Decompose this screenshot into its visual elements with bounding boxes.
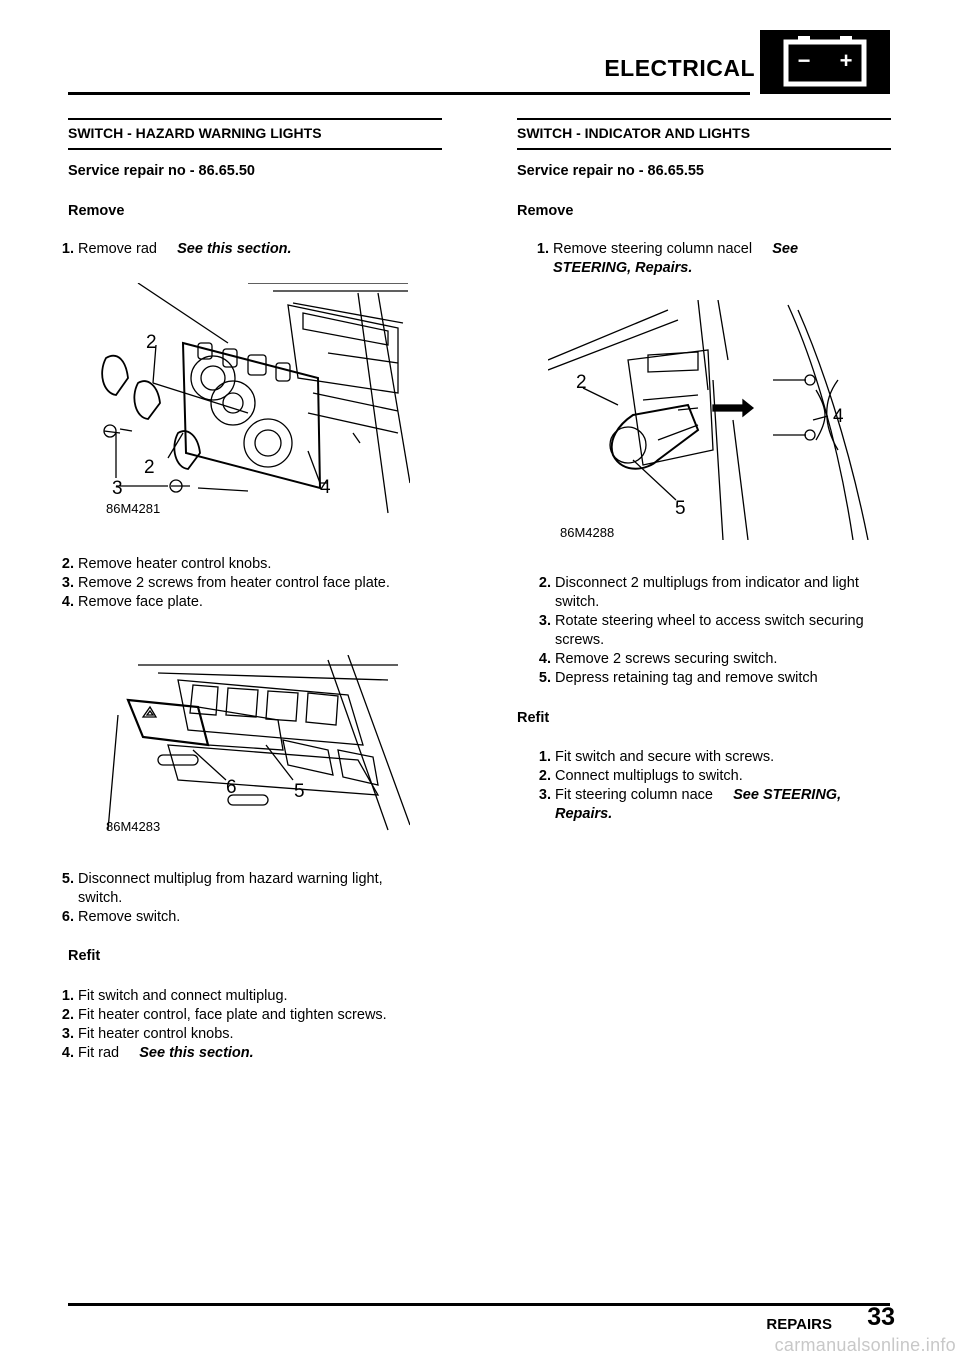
fig3-callout-5: 5 bbox=[675, 498, 686, 519]
step-text: Connect multiplugs to switch. bbox=[555, 768, 743, 784]
fig1-callout-3: 3 bbox=[112, 478, 123, 499]
page-section-title: ELECTRICAL bbox=[604, 55, 755, 81]
fig1-callout-2-top: 2 bbox=[146, 332, 157, 353]
right-steps: 2.Disconnect 2 multiplugs from indicator… bbox=[519, 574, 899, 688]
cross-reference: See STEERING, bbox=[733, 787, 842, 803]
right-remove-heading: Remove bbox=[517, 203, 574, 219]
right-refit-heading: Refit bbox=[517, 710, 550, 726]
step-text: Depress retaining tag and remove switch bbox=[555, 670, 818, 686]
cross-reference: STEERING, Repairs. bbox=[553, 260, 693, 276]
step-text: Remove heater control knobs. bbox=[78, 556, 272, 572]
right-title-rule-bottom bbox=[517, 148, 891, 150]
step-text: Fit heater control, face plate and tight… bbox=[78, 1007, 387, 1023]
step-number: 1. bbox=[536, 241, 549, 257]
step-number: 3. bbox=[538, 787, 551, 803]
footer-section-name: REPAIRS bbox=[766, 1316, 832, 1333]
step-text: Remove 2 screws securing switch. bbox=[555, 651, 778, 667]
fig1-label: 86M4281 bbox=[106, 501, 160, 516]
right-step-1: 1. Remove steering column nacel See STEE… bbox=[517, 240, 897, 278]
step-number: 2. bbox=[61, 556, 74, 572]
step-number: 3. bbox=[61, 1026, 74, 1042]
step-text: Fit switch and connect multiplug. bbox=[78, 988, 288, 1004]
step-text: Rotate steering wheel to access switch s… bbox=[555, 613, 864, 648]
step-number: 4. bbox=[61, 1045, 74, 1061]
step-number: 2. bbox=[538, 768, 551, 784]
fig2-callout-5: 5 bbox=[294, 781, 305, 802]
left-refit-heading: Refit bbox=[68, 948, 101, 964]
fig3-label: 86M4288 bbox=[560, 525, 614, 540]
left-step-1: 1. Remove rad See this section. bbox=[40, 240, 415, 259]
battery-icon: − + bbox=[760, 30, 890, 94]
step-number: 3. bbox=[538, 613, 551, 629]
battery-minus-label: − bbox=[798, 48, 811, 73]
step-text: Disconnect 2 multiplugs from indicator a… bbox=[555, 575, 859, 610]
footer-rule bbox=[68, 1303, 890, 1306]
step-number: 4. bbox=[538, 651, 551, 667]
fig1-callout-2-bottom: 2 bbox=[144, 457, 155, 478]
battery-plus-label: + bbox=[840, 48, 853, 73]
step-text: Fit heater control knobs. bbox=[78, 1026, 234, 1042]
step-number: 1. bbox=[538, 749, 551, 765]
step-number: 2. bbox=[538, 575, 551, 591]
figure-86M4283: 6 5 86M4283 bbox=[98, 654, 411, 835]
left-service-no: Service repair no - 86.65.50 bbox=[68, 163, 255, 179]
left-refit-steps: 1.Fit switch and connect multiplug. 2.Fi… bbox=[40, 987, 415, 1063]
step-number: 3. bbox=[61, 575, 74, 591]
left-title-rule-bottom bbox=[68, 148, 442, 150]
step-number: 5. bbox=[538, 670, 551, 686]
cross-reference: See this section. bbox=[139, 1045, 254, 1061]
step-text: Disconnect multiplug from hazard warning… bbox=[78, 871, 383, 906]
fig2-label: 86M4283 bbox=[106, 819, 160, 834]
cross-reference: Repairs. bbox=[555, 806, 613, 822]
step-number: 1. bbox=[61, 241, 74, 257]
fig3-callout-4: 4 bbox=[833, 406, 844, 427]
step-number: 1. bbox=[61, 988, 74, 1004]
step-text: Remove steering column nacel bbox=[553, 241, 753, 257]
left-title-rule-top bbox=[68, 118, 442, 120]
step-text: Remove face plate. bbox=[78, 594, 203, 610]
right-title-rule-top bbox=[517, 118, 891, 120]
right-section-title: SWITCH - INDICATOR AND LIGHTS bbox=[517, 125, 751, 141]
fig2-callout-6: 6 bbox=[226, 777, 237, 798]
figure-86M4288: 2 5 4 86M4288 bbox=[547, 299, 908, 541]
right-service-no: Service repair no - 86.65.55 bbox=[517, 163, 704, 179]
step-text: Remove switch. bbox=[78, 909, 181, 925]
fig1-callout-4: 4 bbox=[320, 477, 331, 498]
step-text: Remove rad bbox=[78, 241, 157, 257]
step-number: 4. bbox=[61, 594, 74, 610]
step-number: 5. bbox=[61, 871, 74, 887]
step-text: Fit switch and secure with screws. bbox=[555, 749, 775, 765]
page-number: 33 bbox=[867, 1303, 895, 1331]
left-steps-b: 5.Disconnect multiplug from hazard warni… bbox=[40, 870, 415, 927]
step-number: 2. bbox=[61, 1007, 74, 1023]
left-remove-heading: Remove bbox=[68, 203, 125, 219]
cross-reference: See this section. bbox=[177, 241, 292, 257]
step-number: 6. bbox=[61, 909, 74, 925]
figure-86M4281: 2 2 3 4 86M4281 bbox=[98, 282, 411, 521]
right-refit-steps: 1.Fit switch and secure with screws. 2.C… bbox=[519, 748, 899, 824]
step-text: Remove 2 screws from heater control face… bbox=[78, 575, 390, 591]
header-rule bbox=[68, 92, 750, 95]
step-text: Fit rad bbox=[78, 1045, 120, 1061]
left-steps-a: 2.Remove heater control knobs. 3.Remove … bbox=[40, 555, 415, 612]
watermark: carmanualsonline.info bbox=[774, 1335, 956, 1355]
cross-reference: See bbox=[772, 241, 799, 257]
left-section-title: SWITCH - HAZARD WARNING LIGHTS bbox=[68, 125, 322, 141]
step-text: Fit steering column nace bbox=[555, 787, 713, 803]
fig3-callout-2: 2 bbox=[576, 372, 587, 393]
